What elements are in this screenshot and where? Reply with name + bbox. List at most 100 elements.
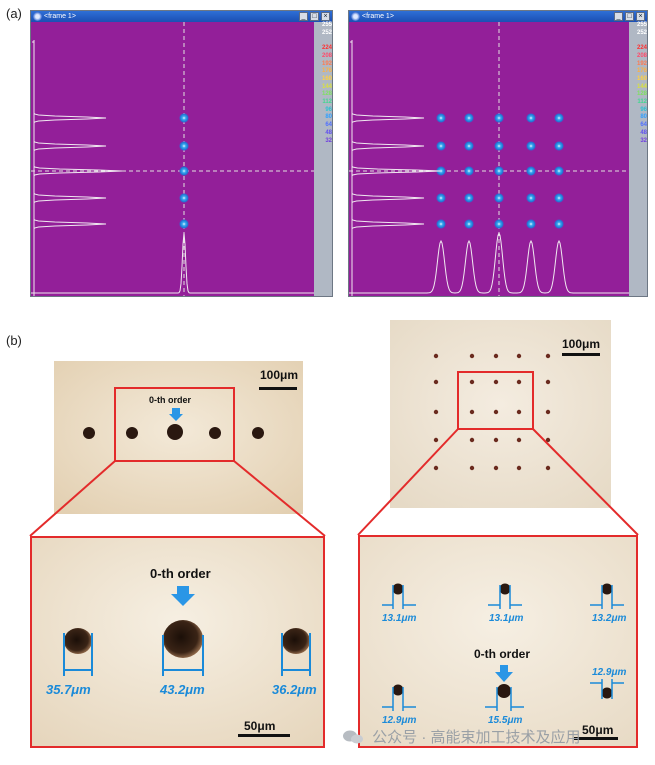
micrograph-zoom-right: 13.1μm 13.1μm 13.2μm 12.9μm 15.5μm 12.9μ… — [358, 535, 638, 748]
maximize-button[interactable]: □ — [625, 12, 634, 21]
beam-spot — [464, 113, 474, 123]
ablation-hole — [545, 353, 551, 359]
color-scale-label: 112 — [322, 99, 332, 106]
ablation-hole — [392, 684, 404, 696]
ablation-hole — [433, 409, 439, 415]
color-scale-label: 96 — [325, 106, 332, 113]
beam-spot — [526, 141, 536, 151]
zoom-region-frame — [457, 371, 534, 430]
dimension-marker — [281, 633, 311, 676]
color-scale-label: 80 — [325, 114, 332, 121]
dimension-marker — [382, 687, 416, 711]
beam-spot — [526, 219, 536, 229]
ablation-hole — [163, 620, 203, 658]
zeroth-order-label: 0-th order — [474, 647, 531, 661]
beam-spot — [554, 219, 564, 229]
ablation-hole — [516, 437, 522, 443]
color-scale-label: 208 — [636, 52, 647, 59]
dimension-marker — [485, 687, 524, 711]
micrograph-overview-left: 0-th order 100μm — [54, 361, 303, 514]
horizontal-intensity-profile — [349, 231, 629, 294]
beam-spot — [526, 166, 536, 176]
beam-spot — [494, 166, 504, 176]
dimension-marker — [488, 585, 522, 609]
dimension-label: 36.2μm — [272, 682, 317, 697]
dimension-marker — [63, 633, 93, 676]
dimension-label: 13.2μm — [592, 613, 627, 624]
ablation-hole — [493, 465, 499, 471]
ablation-hole — [601, 687, 613, 699]
close-button[interactable]: × — [636, 12, 645, 21]
ablation-hole — [516, 409, 522, 415]
color-scale-label: 112 — [637, 99, 647, 106]
beam-spot — [554, 166, 564, 176]
maximize-button[interactable]: □ — [310, 12, 319, 21]
ablation-hole — [433, 437, 439, 443]
minimize-button[interactable]: _ — [614, 12, 623, 21]
color-scale-label: 176 — [321, 68, 332, 75]
close-button[interactable]: × — [321, 12, 330, 21]
micrograph-zoom-left: 0-th order 35.7μm 43.2μm 36.2μm 50μm — [30, 536, 325, 748]
color-scale-label: 48 — [325, 129, 332, 136]
micrograph-overview-right: 100μm — [390, 320, 611, 508]
dimension-label: 13.1μm — [382, 613, 417, 624]
ablation-hole — [493, 379, 499, 385]
color-scale-label: 144 — [321, 83, 332, 90]
ablation-hole — [469, 437, 475, 443]
ablation-hole — [167, 424, 183, 440]
scale-bar-label: 100μm — [260, 368, 299, 382]
zeroth-order-label: 0-th order — [150, 566, 211, 581]
color-scale-label: 96 — [640, 106, 647, 113]
ablation-hole — [392, 583, 404, 595]
ablation-hole — [469, 409, 475, 415]
beam-spot — [526, 113, 536, 123]
dimension-label: 12.9μm — [382, 715, 417, 726]
color-scale-label: 48 — [640, 129, 647, 136]
color-scale-label: 224 — [636, 45, 647, 52]
watermark: 公众号 · 高能束加工技术及应用 — [342, 726, 581, 747]
ablation-hole — [469, 465, 475, 471]
beam-spot — [464, 166, 474, 176]
beam-spot — [464, 141, 474, 151]
zeroth-order-arrow-icon — [169, 408, 183, 421]
beam-spot — [494, 219, 504, 229]
window-title: <frame 1> — [362, 13, 394, 20]
beam-spot — [494, 193, 504, 203]
beam-spot — [179, 141, 189, 151]
zeroth-order-label: 0-th order — [149, 395, 192, 405]
app-icon — [33, 12, 42, 21]
window-title-bar[interactable]: <frame 1> _ □ × — [31, 11, 332, 22]
ablation-hole — [64, 628, 92, 654]
beam-spot — [494, 113, 504, 123]
ablation-hole — [252, 427, 264, 439]
dimension-marker — [590, 585, 624, 609]
window-title-bar[interactable]: <frame 1> _ □ × — [349, 11, 647, 22]
minimize-button[interactable]: _ — [299, 12, 308, 21]
ablation-hole — [545, 409, 551, 415]
color-scale-label: 255 — [636, 22, 647, 28]
color-scale-label: 160 — [636, 75, 647, 82]
color-scale-label: 252 — [636, 29, 647, 36]
ablation-hole — [545, 437, 551, 443]
beam-spot — [179, 166, 189, 176]
dimension-label: 35.7μm — [46, 682, 91, 697]
scale-bar — [259, 387, 297, 390]
scale-bar — [238, 734, 290, 737]
beam-spot — [554, 193, 564, 203]
beam-intensity-plot — [31, 22, 314, 296]
ablation-hole — [516, 353, 522, 359]
scale-bar-label: 50μm — [244, 719, 276, 733]
beam-spot — [464, 193, 474, 203]
ablation-hole — [499, 583, 511, 595]
ablation-hole — [433, 379, 439, 385]
ablation-hole — [601, 583, 613, 595]
beam-intensity-plot — [349, 22, 629, 296]
scale-bar — [574, 737, 618, 740]
ablation-hole — [545, 379, 551, 385]
dimension-label: 12.9μm — [592, 667, 627, 678]
panel-label-b: (b) — [6, 333, 22, 348]
